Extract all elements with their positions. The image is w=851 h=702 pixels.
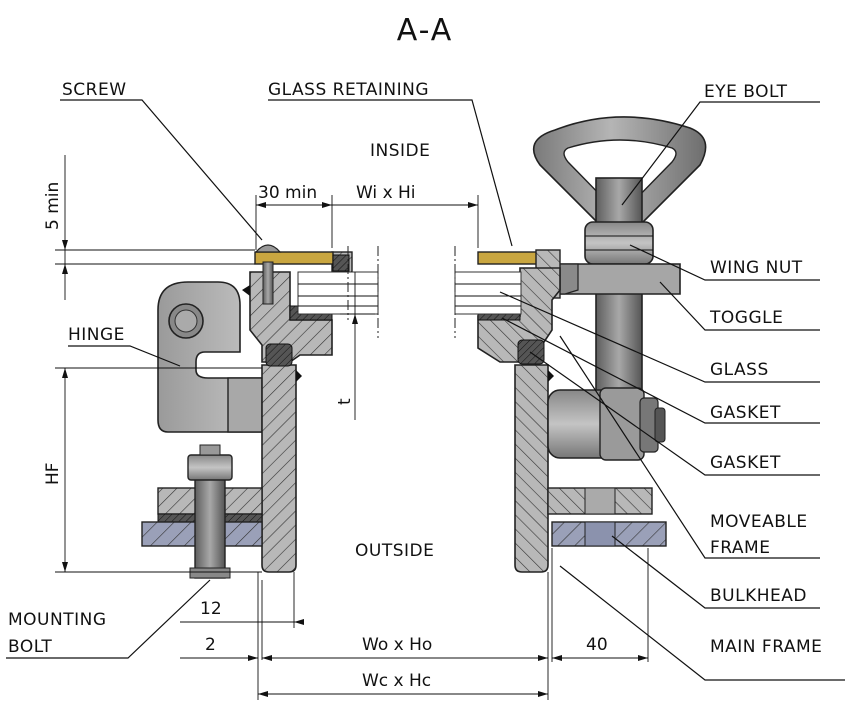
label-screw: SCREW [62,80,127,100]
main-frame-right [514,364,549,573]
label-outside: OUTSIDE [355,541,434,561]
label-main-frame: MAIN FRAME [710,637,822,657]
label-frame: FRAME [710,538,770,558]
dim-wo-ho: Wo x Ho [362,635,432,655]
left-assembly [141,244,379,579]
label-gasket-2: GASKET [710,453,781,473]
dim-hf: HF [43,462,63,485]
label-gasket-1: GASKET [710,403,781,423]
mounting-bolt [194,477,226,579]
dim-2: 2 [205,635,216,655]
label-glass: GLASS [710,360,769,380]
hinge-plate [227,377,263,433]
dimension-lines [55,155,649,700]
label-glass-retaining: GLASS RETAINING [268,80,429,100]
label-inside: INSIDE [370,141,430,161]
screw [262,261,274,305]
dim-wi-hi: Wi x Hi [356,183,416,203]
dim-wc-hc: Wc x Hc [362,671,431,691]
label-bolt: BOLT [8,637,52,657]
dim-30-min: 30 min [258,183,317,203]
dim-12: 12 [200,599,222,619]
gasket-left-frame [265,343,293,367]
label-bulkhead: BULKHEAD [710,586,807,606]
main-frame-left [261,364,297,573]
dim-5-min: 5 min [43,182,63,230]
label-moveable: MOVEABLE [710,512,808,532]
label-mounting: MOUNTING [8,610,107,630]
label-hinge: HINGE [68,325,125,345]
wing-nut [584,221,654,265]
dim-40: 40 [586,635,608,655]
label-eye-bolt: EYE BOLT [704,82,788,102]
glass-right [454,271,522,315]
label-toggle: TOGGLE [709,308,783,328]
leader-lines [6,99,845,681]
right-assembly [454,116,707,573]
dim-t: t [335,398,355,405]
section-title: A-A [397,13,454,48]
glass-left [297,271,379,315]
label-wing-nut: WING NUT [710,258,803,278]
